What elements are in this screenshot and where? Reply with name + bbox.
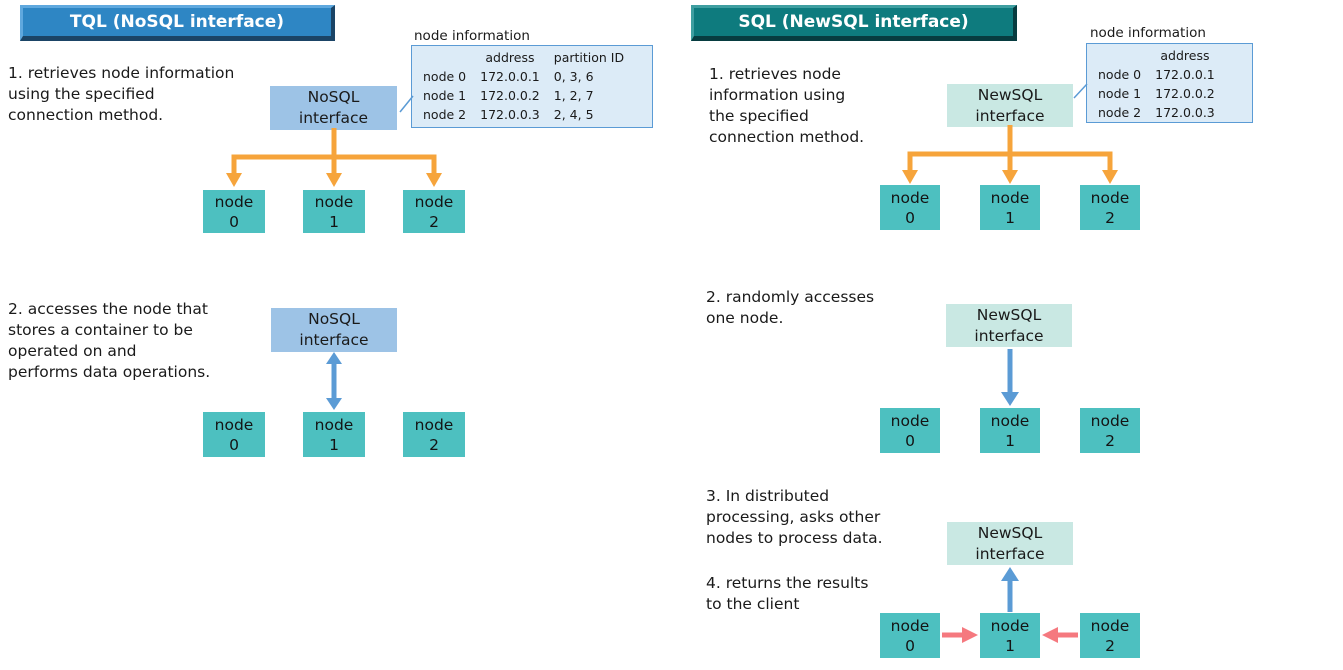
node-box-0: node 0 bbox=[203, 190, 265, 233]
node-box-2: node 2 bbox=[1080, 185, 1140, 230]
left-step2-text: 2. accesses the node that stores a conta… bbox=[8, 300, 211, 381]
node-box-2: node 2 bbox=[1080, 613, 1140, 658]
left-bidirectional-arrow bbox=[326, 352, 342, 410]
arrowhead-down-icon bbox=[902, 170, 918, 184]
node-box-1: node 1 bbox=[980, 185, 1040, 230]
table-row: node 1 172.0.0.2 bbox=[1091, 84, 1222, 103]
table-cell: 172.0.0.3 bbox=[480, 107, 540, 122]
table-cell: node 1 bbox=[1098, 86, 1142, 101]
right-node-info-title: node information bbox=[1090, 25, 1206, 41]
node-box-2: node 2 bbox=[1080, 408, 1140, 453]
nosql-interface-box-1: NoSQL interface bbox=[270, 86, 397, 130]
right-node-info-grid: address node 0 172.0.0.1 node 1 172.0.0.… bbox=[1091, 46, 1222, 122]
right-step4-text: 4. returns the results to the client bbox=[706, 574, 869, 613]
table-header-row: address partition ID bbox=[416, 48, 631, 67]
pink-arrow-node0-to-node1 bbox=[942, 627, 978, 643]
table-header-row: address bbox=[1091, 46, 1222, 65]
table-cell: 172.0.0.1 bbox=[1155, 67, 1215, 82]
right-down-arrow bbox=[1001, 349, 1019, 406]
right-step3-text: 3. In distributed processing, asks other… bbox=[706, 487, 883, 547]
arrowhead-down-icon bbox=[1001, 392, 1019, 406]
right-step1-text: 1. retrieves node information using the … bbox=[709, 65, 865, 146]
arrowhead-right-icon bbox=[962, 627, 978, 643]
newsql-interface-box-2: NewSQL interface bbox=[946, 304, 1072, 347]
table-header-cell: partition ID bbox=[553, 50, 625, 65]
arrowhead-down-icon bbox=[226, 173, 242, 187]
table-row: node 0 172.0.0.1 0, 3, 6 bbox=[416, 67, 631, 86]
tql-header-banner: TQL (NoSQL interface) bbox=[20, 5, 335, 41]
table-header-cell: address bbox=[485, 50, 535, 65]
arrowhead-down-icon bbox=[1002, 170, 1018, 184]
arrowhead-left-icon bbox=[1042, 627, 1058, 643]
table-cell: 172.0.0.2 bbox=[1155, 86, 1215, 101]
left-node-info-title: node information bbox=[414, 28, 530, 44]
arrowhead-down-icon bbox=[426, 173, 442, 187]
tql-header-label: TQL (NoSQL interface) bbox=[69, 12, 285, 32]
right-step2-text: 2. randomly accesses one node. bbox=[706, 288, 875, 327]
left-fanout-arrow bbox=[226, 128, 442, 187]
node-box-1: node 1 bbox=[303, 190, 365, 233]
nosql-interface-box-2: NoSQL interface bbox=[271, 308, 397, 352]
arrowhead-down-icon bbox=[1102, 170, 1118, 184]
arrowhead-up-icon bbox=[1001, 567, 1019, 581]
arrow-bar bbox=[907, 151, 1113, 171]
table-header-cell bbox=[1091, 46, 1148, 65]
node-box-0: node 0 bbox=[880, 613, 940, 658]
table-row: node 2 172.0.0.3 2, 4, 5 bbox=[416, 105, 631, 124]
table-cell: node 0 bbox=[423, 69, 467, 84]
left-node-info-grid: address partition ID node 0 172.0.0.1 0,… bbox=[416, 48, 631, 124]
table-row: node 2 172.0.0.3 bbox=[1091, 103, 1222, 122]
right-fanout-arrow bbox=[902, 125, 1118, 184]
sql-header-banner: SQL (NewSQL interface) bbox=[691, 5, 1017, 41]
left-node-info-table: address partition ID node 0 172.0.0.1 0,… bbox=[411, 45, 653, 128]
table-cell: 172.0.0.3 bbox=[1155, 105, 1215, 120]
node-box-1: node 1 bbox=[303, 412, 365, 457]
node-box-0: node 0 bbox=[203, 412, 265, 457]
arrowhead-down-icon bbox=[326, 173, 342, 187]
table-cell: node 2 bbox=[1098, 105, 1142, 120]
table-cell: node 1 bbox=[423, 88, 467, 103]
left-step1-text: 1. retrieves node information using the … bbox=[8, 64, 235, 124]
table-row: node 1 172.0.0.2 1, 2, 7 bbox=[416, 86, 631, 105]
sql-header-label: SQL (NewSQL interface) bbox=[738, 12, 969, 32]
right-up-arrow bbox=[1001, 567, 1019, 612]
newsql-interface-box-1: NewSQL interface bbox=[947, 84, 1073, 127]
table-header-cell: address bbox=[1160, 48, 1210, 63]
node-box-0: node 0 bbox=[880, 408, 940, 453]
table-row: node 0 172.0.0.1 bbox=[1091, 65, 1222, 84]
node-box-0: node 0 bbox=[880, 185, 940, 230]
arrowhead-up-icon bbox=[326, 352, 342, 364]
table-cell: 172.0.0.1 bbox=[480, 69, 540, 84]
node-box-1: node 1 bbox=[980, 613, 1040, 658]
arrowhead-down-icon bbox=[326, 398, 342, 410]
table-cell: 0, 3, 6 bbox=[553, 69, 594, 84]
right-node-info-table: address node 0 172.0.0.1 node 1 172.0.0.… bbox=[1086, 43, 1253, 123]
pink-arrow-node2-to-node1 bbox=[1042, 627, 1078, 643]
arrow-bar bbox=[231, 154, 437, 174]
node-box-2: node 2 bbox=[403, 412, 465, 457]
node-box-1: node 1 bbox=[980, 408, 1040, 453]
table-cell: node 0 bbox=[1098, 67, 1142, 82]
table-cell: node 2 bbox=[423, 107, 467, 122]
table-header-cell bbox=[416, 48, 473, 67]
node-box-2: node 2 bbox=[403, 190, 465, 233]
table-cell: 1, 2, 7 bbox=[553, 88, 594, 103]
newsql-interface-box-3: NewSQL interface bbox=[947, 522, 1073, 565]
table-cell: 2, 4, 5 bbox=[553, 107, 594, 122]
table-cell: 172.0.0.2 bbox=[480, 88, 540, 103]
